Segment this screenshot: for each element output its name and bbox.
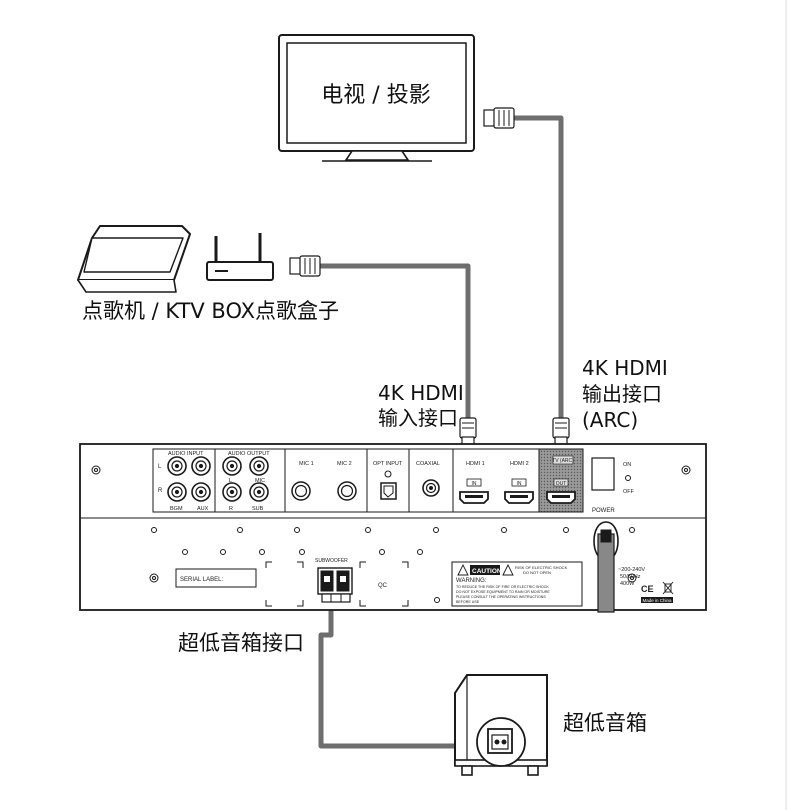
caution-sticker: CAUTION RISK OF ELECTRIC SHOCK DO NOT OP…: [451, 561, 583, 607]
mic1-label: MIC 1: [299, 461, 314, 467]
volt-label: ~200-240V: [618, 567, 645, 573]
risk-line1: RISK OF ELECTRIC SHOCK: [515, 565, 568, 570]
rca-jacks: [167, 456, 269, 502]
on-label: ON: [623, 462, 631, 468]
subwoofer-icon: [454, 674, 548, 776]
watt-label: 400W: [620, 581, 635, 587]
mic2-label: MIC 2: [337, 461, 352, 467]
hdmi-in-label-line2: 输入接口: [378, 406, 458, 430]
mic-jacks: [291, 481, 357, 501]
hdmi-out-label-line1: 4K HDMI: [582, 356, 668, 380]
hdmi-plug-tv: [483, 107, 515, 129]
hdmi-plug-out: [552, 417, 570, 446]
label-l-in: L: [158, 464, 162, 470]
source-label: 点歌机 / KTV BOX点歌盒子: [82, 299, 339, 323]
hdmi-in-label-line1: 4K HDMI: [378, 381, 464, 405]
hdmi-ports: [459, 491, 534, 504]
label-aux: AUX: [197, 506, 209, 512]
serial-label: SERIAL LABEL:: [180, 577, 223, 583]
hz-label: 50/60Hz: [620, 574, 641, 580]
label-r-out: R: [229, 506, 233, 512]
audio-output-label: AUDIO OUTPUT: [228, 451, 270, 457]
rear-panel: AUDIO INPUT AUDIO OUTPUT L R BGM AUX L M…: [79, 443, 707, 613]
tablet-icon: [77, 225, 191, 293]
off-label: OFF: [623, 489, 635, 495]
panel-screws: [91, 465, 691, 603]
warn-line4: BEFORE USE: [456, 600, 480, 604]
made-in-label: Made in China: [642, 598, 672, 603]
bracket-marks: [265, 561, 409, 607]
label-sub-out: SUB: [252, 506, 264, 512]
hdmi-plug-source: [289, 255, 321, 277]
router-box-icon: [206, 233, 274, 281]
optical-port: [380, 482, 397, 500]
hdmi-cable-source: [320, 263, 471, 420]
risk-line2: DO NOT OPEN: [523, 570, 551, 575]
power-switch: [591, 457, 615, 491]
label-r-in: R: [158, 488, 163, 494]
subwoofer-terminal: [317, 567, 353, 603]
power-cord: [593, 521, 619, 613]
coaxial-label: COAXIAL: [416, 461, 440, 467]
tv-label: 电视 / 投影: [321, 83, 430, 108]
tv-arc-out-tag: OUT: [556, 481, 567, 487]
ce-mark: CE: [641, 584, 654, 594]
subwoofer-terminal-label: SUBWOOFER: [315, 558, 348, 564]
hdmi-arc-port: [546, 491, 576, 504]
label-bgm: BGM: [170, 506, 183, 512]
hdmi1-in-tag: IN: [472, 481, 477, 487]
audio-input-label: AUDIO INPUT: [168, 451, 204, 457]
hdmi-out-label-line2: 输出接口: [582, 382, 662, 406]
caution-label: CAUTION: [472, 568, 502, 575]
power-label: POWER: [592, 508, 615, 514]
coaxial-port: [422, 479, 440, 497]
weee-bin-icon: [662, 581, 674, 595]
hdmi2-in-tag: IN: [517, 481, 522, 487]
hdmi2-label: HDMI 2: [510, 461, 529, 467]
subwoofer-cable: [318, 608, 490, 749]
tv-icon: [278, 34, 475, 162]
hdmi1-label: HDMI 1: [466, 461, 485, 467]
warning-label: WARNING:: [456, 578, 487, 584]
tv-arc-label: TV (ARC): [552, 458, 574, 464]
label-mic-out: MIC: [255, 478, 265, 484]
label-l-out: L: [229, 478, 232, 484]
warn-line3: PLEASE CONSULT THE OPERATING INSTRUCTION…: [456, 595, 546, 599]
subwoofer-port-label: 超低音箱接口: [178, 631, 304, 655]
opt-input-label: OPT INPUT: [373, 461, 403, 467]
qc-label: QC: [378, 583, 388, 589]
warn-line2: DO NOT EXPOSE EQUIPMENT TO RAIN OR MOIST…: [456, 590, 550, 594]
hdmi-plug-in: [459, 417, 477, 446]
warn-line1: TO REDUCE THE RISK OF FIRE OR ELECTRIC S…: [456, 585, 549, 589]
hdmi-cable-tv: [513, 115, 564, 420]
subwoofer-label: 超低音箱: [563, 711, 647, 735]
hdmi-out-label-line3: (ARC): [582, 408, 638, 432]
